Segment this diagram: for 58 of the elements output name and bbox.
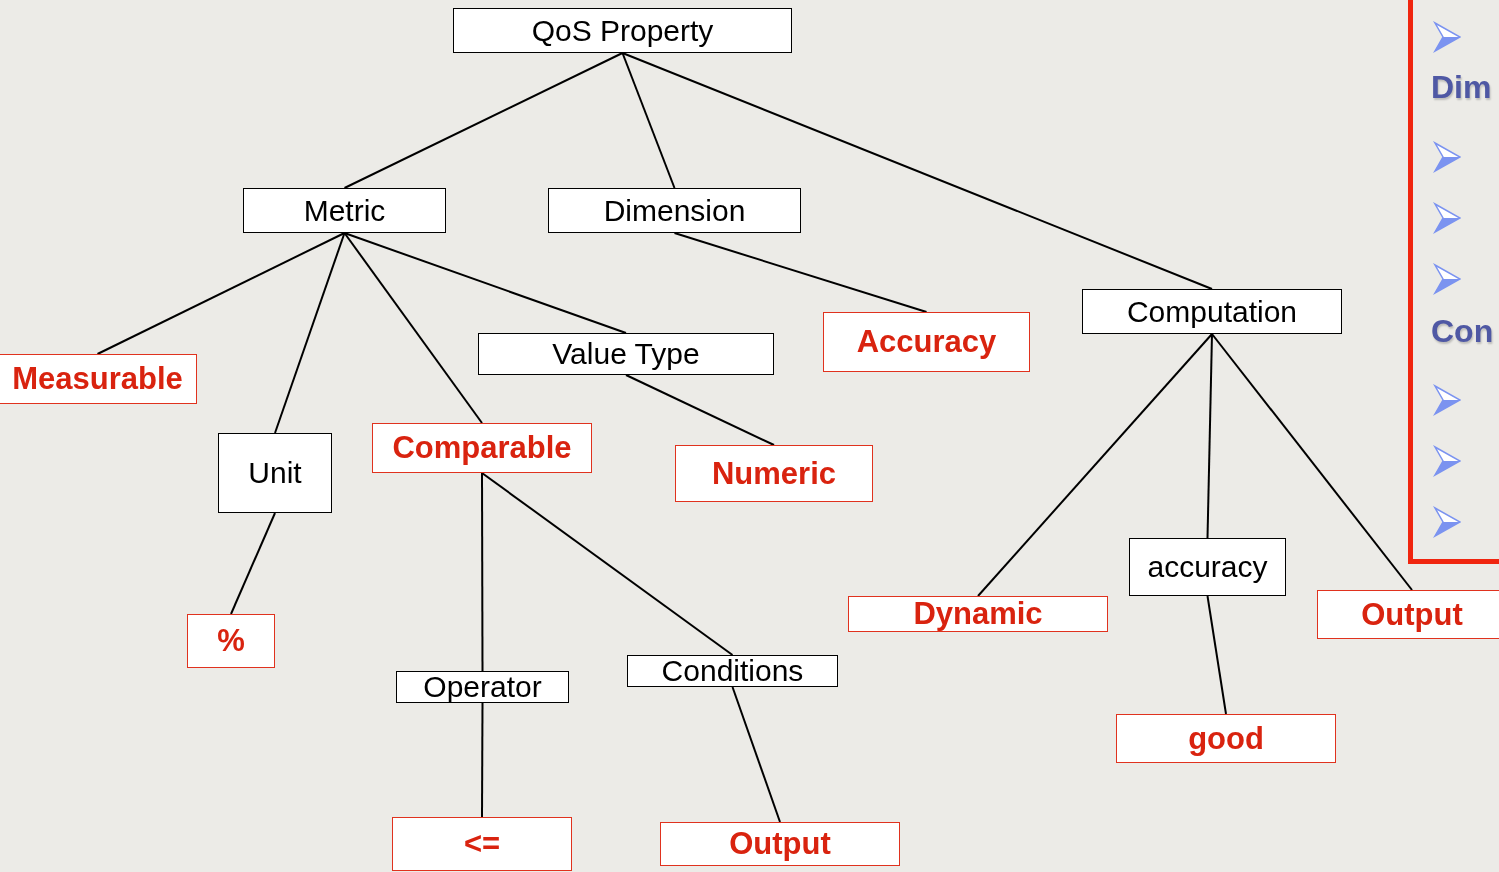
property-box	[243, 188, 446, 233]
node-label: Output	[1361, 596, 1463, 633]
node-label: Dynamic	[913, 596, 1043, 632]
section-heading: Dim	[1431, 71, 1492, 103]
connector-line	[343, 232, 627, 334]
value-box	[187, 614, 275, 668]
node-label: %	[217, 623, 245, 659]
node-label: Accuracy	[856, 324, 997, 360]
connector-line	[1206, 595, 1227, 715]
property-box	[1129, 538, 1286, 596]
connector-line	[343, 52, 624, 189]
connector-line	[1211, 333, 1413, 591]
connector-line	[731, 686, 781, 823]
node-label: Numeric	[711, 455, 836, 492]
property-box	[548, 188, 801, 233]
property-box	[627, 655, 838, 687]
node-label: Unit	[248, 456, 302, 490]
node-label: Output	[729, 826, 831, 862]
value-box	[1317, 590, 1499, 639]
value-box	[372, 423, 592, 473]
property-box	[1082, 289, 1342, 334]
connector-line	[625, 374, 775, 446]
value-box	[1116, 714, 1336, 763]
node-label: accuracy	[1147, 550, 1268, 584]
connector-line	[343, 232, 483, 424]
node-label: Operator	[423, 670, 542, 704]
connector-line	[481, 472, 484, 672]
connector-line	[621, 52, 676, 189]
node-label: Computation	[1126, 294, 1298, 329]
connector-line	[1206, 333, 1213, 539]
connector-line	[481, 702, 484, 818]
property-box	[218, 433, 332, 513]
section-heading: Con	[1431, 315, 1494, 347]
property-box	[478, 333, 774, 375]
node-label: QoS Property	[531, 13, 714, 48]
property-box	[396, 671, 569, 703]
property-box	[453, 8, 792, 53]
node-label: <=	[463, 826, 501, 862]
value-box	[660, 822, 900, 866]
connector-line	[481, 472, 734, 656]
node-label: Measurable	[12, 361, 183, 397]
node-label: Comparable	[392, 430, 572, 466]
value-box	[675, 445, 873, 502]
connector-line	[621, 52, 1213, 290]
value-box	[0, 354, 197, 404]
connector-line	[977, 333, 1213, 597]
connector-line	[230, 512, 276, 615]
connector-line	[96, 232, 346, 355]
node-label: Dimension	[603, 193, 746, 228]
value-box	[392, 817, 572, 871]
node-label: Metric	[303, 193, 386, 228]
value-box	[848, 596, 1108, 632]
connector-line	[274, 232, 346, 434]
node-label: Value Type	[552, 337, 700, 371]
value-box	[823, 312, 1030, 372]
node-label: Conditions	[661, 654, 804, 688]
node-label: good	[1188, 720, 1264, 757]
connector-line	[673, 232, 928, 313]
